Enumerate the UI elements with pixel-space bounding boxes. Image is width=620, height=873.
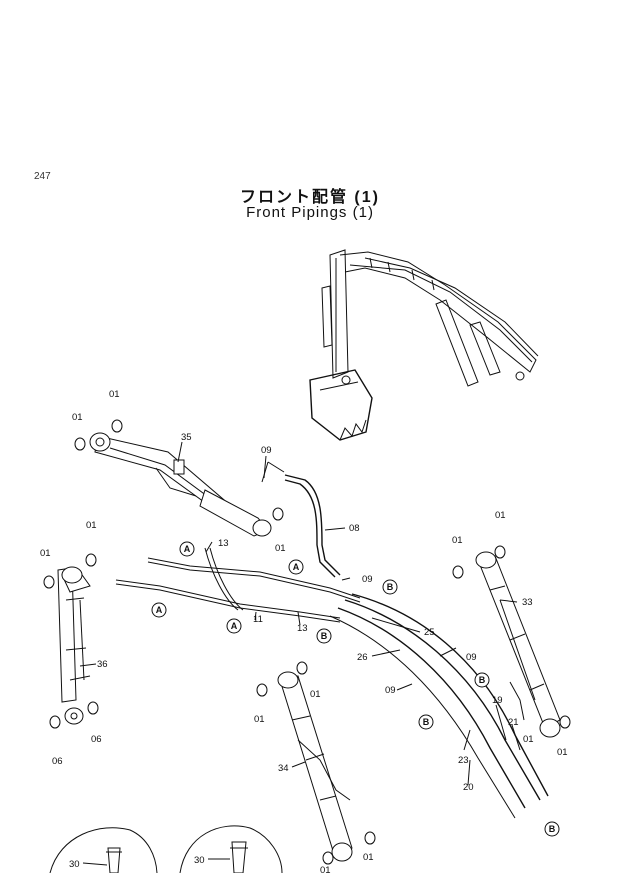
label-33: 33 xyxy=(522,597,533,608)
label-11: 11 xyxy=(253,614,263,625)
label-06-a: 06 xyxy=(91,734,102,745)
label-01-b: 01 xyxy=(72,412,83,423)
label-34: 34 xyxy=(278,763,289,774)
page-number: 247 xyxy=(34,171,51,182)
callout-a-1: A xyxy=(179,541,195,557)
callout-a-3: A xyxy=(151,602,167,618)
label-09-a: 09 xyxy=(261,445,272,456)
label-19: 19 xyxy=(492,695,503,706)
label-01-m: 01 xyxy=(363,852,374,863)
label-01-c: 01 xyxy=(495,510,506,521)
label-01-f: 01 xyxy=(275,543,286,554)
callout-markers: A A A A B B B B B xyxy=(151,541,560,837)
label-30-b: 30 xyxy=(194,855,205,866)
svg-text:A: A xyxy=(293,562,300,572)
cylinder-34 xyxy=(277,671,353,862)
detail-circles xyxy=(49,825,283,873)
svg-text:B: B xyxy=(387,582,394,592)
cylinder-36 xyxy=(57,566,91,725)
label-09-d: 09 xyxy=(385,685,396,696)
callout-a-4: A xyxy=(226,618,242,634)
svg-text:B: B xyxy=(549,824,556,834)
callout-b-2: B xyxy=(316,628,332,644)
label-35: 35 xyxy=(181,432,192,443)
label-23: 23 xyxy=(458,755,469,766)
label-01-h: 01 xyxy=(310,689,321,700)
callout-b-3: B xyxy=(474,672,490,688)
part-number-labels: 01 01 35 09 08 01 01 01 13 01 01 09 33 1… xyxy=(40,389,568,873)
label-13-b: 13 xyxy=(297,623,308,634)
label-25: 25 xyxy=(424,627,435,638)
washers xyxy=(43,419,571,865)
label-01-j: 01 xyxy=(523,734,534,745)
svg-text:A: A xyxy=(184,544,191,554)
label-01-l: 01 xyxy=(320,865,331,873)
callout-a-2: A xyxy=(288,559,304,575)
svg-text:B: B xyxy=(423,717,430,727)
label-13-a: 13 xyxy=(218,538,229,549)
label-36: 36 xyxy=(97,659,108,670)
label-08: 08 xyxy=(349,523,360,534)
label-01-g: 01 xyxy=(452,535,463,546)
label-09-c: 09 xyxy=(466,652,477,663)
label-01-d: 01 xyxy=(86,520,97,531)
label-01-e: 01 xyxy=(40,548,51,559)
cylinder-35 xyxy=(89,432,272,537)
callout-b-1: B xyxy=(382,579,398,595)
leader-lines xyxy=(79,441,521,866)
label-26: 26 xyxy=(357,652,368,663)
label-01-a: 01 xyxy=(109,389,120,400)
label-20: 20 xyxy=(463,782,474,793)
page-title-japanese: フロント配管 (1) xyxy=(239,189,380,206)
page-title-english: Front Pipings (1) xyxy=(246,204,374,221)
label-09-b: 09 xyxy=(362,574,373,585)
label-21: 21 xyxy=(508,717,519,728)
label-01-i: 01 xyxy=(254,714,265,725)
cylinder-33 xyxy=(475,551,561,738)
long-hoses-25-26 xyxy=(329,593,549,819)
callout-b-5: B xyxy=(544,821,560,837)
svg-text:B: B xyxy=(479,675,486,685)
svg-text:B: B xyxy=(321,631,328,641)
svg-text:A: A xyxy=(156,605,163,615)
label-06-b: 06 xyxy=(52,756,63,767)
label-30-a: 30 xyxy=(69,859,80,870)
svg-text:A: A xyxy=(231,621,238,631)
callout-b-4: B xyxy=(418,714,434,730)
excavator-overview-illustration xyxy=(309,249,539,441)
upper-pipe-lines xyxy=(115,461,361,623)
label-01-k: 01 xyxy=(557,747,568,758)
